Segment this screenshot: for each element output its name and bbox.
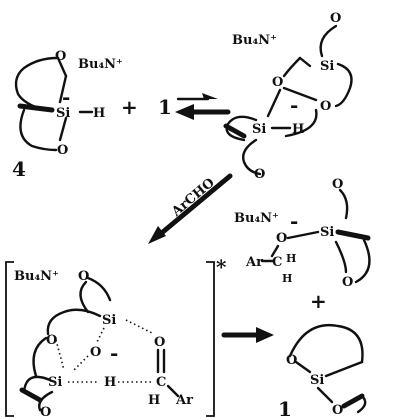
counterion-label: Bu₄N⁺ bbox=[14, 269, 59, 284]
oxygen-atom: O bbox=[254, 167, 265, 182]
equilibrium-arrow bbox=[175, 93, 231, 120]
plus-sign: + bbox=[310, 289, 327, 313]
oxygen-atom: O bbox=[272, 75, 283, 90]
counterion-label: Bu₄N⁺ bbox=[232, 33, 277, 48]
counterion-label: Bu₄N⁺ bbox=[234, 211, 279, 226]
transition-state: * Bu₄N⁺ O Si O O - O C Ar H Si H O bbox=[5, 255, 227, 418]
oxygen-atom: O bbox=[342, 275, 353, 290]
aryl-group: Ar bbox=[175, 393, 193, 408]
silicon-atom: Si bbox=[320, 59, 334, 74]
reagent-arrow: ArCHO bbox=[148, 173, 233, 244]
hydrogen-atom: H bbox=[286, 252, 296, 265]
oxygen-atom: O bbox=[332, 403, 343, 418]
silicon-atom: Si bbox=[310, 373, 324, 388]
alkoxysilicate-product: Bu₄N⁺ O Si O - O Ar C H H bbox=[234, 177, 371, 290]
pentacoordinate-complex: O Si O O Si H O - Bu₄N⁺ bbox=[223, 11, 353, 182]
negative-charge: - bbox=[62, 85, 70, 109]
reagent-1-structure: O Si O 1 bbox=[278, 323, 367, 418]
compound-label-1: 1 bbox=[278, 397, 292, 418]
silicon-atom: Si bbox=[102, 313, 116, 328]
negative-charge: - bbox=[290, 93, 298, 117]
compound-label-1: 1 bbox=[158, 95, 172, 119]
oxygen-atom: O bbox=[78, 269, 89, 284]
hydrogen-atom: H bbox=[104, 375, 116, 390]
oxygen-atom: O bbox=[40, 405, 51, 418]
silicon-atom: Si bbox=[56, 106, 70, 121]
oxygen-atom: O bbox=[46, 333, 57, 348]
oxygen-atom: O bbox=[276, 231, 287, 246]
hydrogen-atom: H bbox=[292, 122, 304, 137]
oxygen-atom: O bbox=[55, 49, 66, 64]
oxygen-atom: O bbox=[90, 345, 101, 360]
negative-charge: - bbox=[110, 341, 118, 365]
oxygen-atom: O bbox=[57, 143, 68, 158]
silicon-atom: Si bbox=[320, 225, 334, 240]
carbon-atom: C bbox=[272, 255, 282, 270]
aryl-group: Ar bbox=[245, 255, 263, 270]
silicon-atom: Si bbox=[252, 122, 266, 137]
silane-4-structure: O Si H O - Bu₄N⁺ 4 bbox=[12, 49, 123, 181]
counterion-label: Bu₄N⁺ bbox=[78, 57, 123, 72]
oxygen-atom: O bbox=[332, 177, 343, 192]
carbon-atom: C bbox=[156, 375, 166, 390]
transition-state-star: * bbox=[216, 255, 227, 279]
oxygen-atom: O bbox=[286, 353, 297, 368]
product-arrow bbox=[221, 327, 274, 343]
negative-charge: - bbox=[290, 209, 298, 233]
plus-sign: + bbox=[121, 95, 138, 119]
oxygen-atom: O bbox=[154, 335, 165, 350]
silicon-atom: Si bbox=[48, 375, 62, 390]
compound-label-4: 4 bbox=[12, 157, 26, 181]
oxygen-atom: O bbox=[330, 11, 341, 26]
hydrogen-atom: H bbox=[282, 272, 292, 285]
hydrogen-atom: H bbox=[93, 106, 105, 121]
oxygen-atom: O bbox=[320, 99, 331, 114]
reagent-arrow-label: ArCHO bbox=[168, 175, 217, 220]
hydrogen-atom: H bbox=[148, 393, 160, 408]
